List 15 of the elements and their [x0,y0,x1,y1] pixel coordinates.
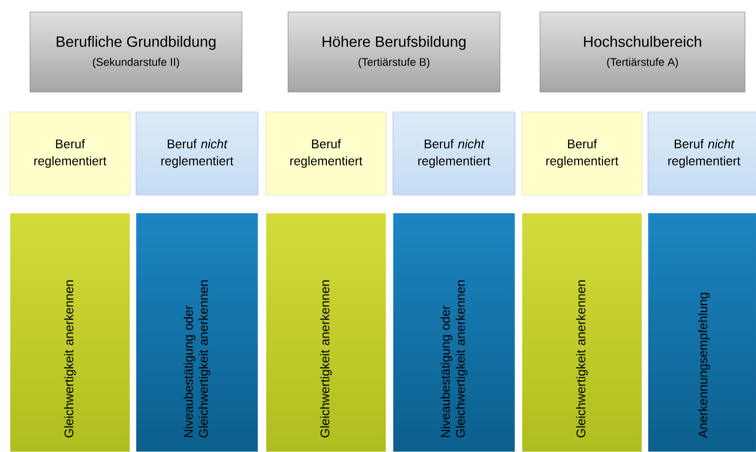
measure-bar: Gleichwertigkeit anerkennen [266,212,386,452]
category-box: Beruf nicht reglementiert [136,112,258,196]
measure-bar: Anerkennungsempfehlung [648,212,756,452]
category-box: Beruf nicht reglementiert [648,112,756,196]
measure-bar: Gleichwertigkeit anerkennen [522,212,642,452]
category-box: Beruf nicht reglementiert [392,112,516,196]
measure-bar: Gleichwertigkeit anerkennen [10,212,130,452]
category-box: Beruf reglementiert [266,112,386,196]
category-box: Beruf reglementiert [10,112,130,196]
head-box: Hochschulbereich (Tertiärstufe A) [540,12,746,92]
head-box: Berufliche Grundbildung (Sekundarstufe II) [30,12,242,92]
category-box: Beruf reglementiert [522,112,642,196]
measure-bar: Niveaubestätigung oder Gleichwertigkeit anerkennen [392,212,516,452]
head-box: Höhere Berufsbildung (Tertiärstufe B) [288,12,500,92]
measure-bar: Niveaubestätigung oder Gleichwertigkeit anerkennen [136,212,258,452]
